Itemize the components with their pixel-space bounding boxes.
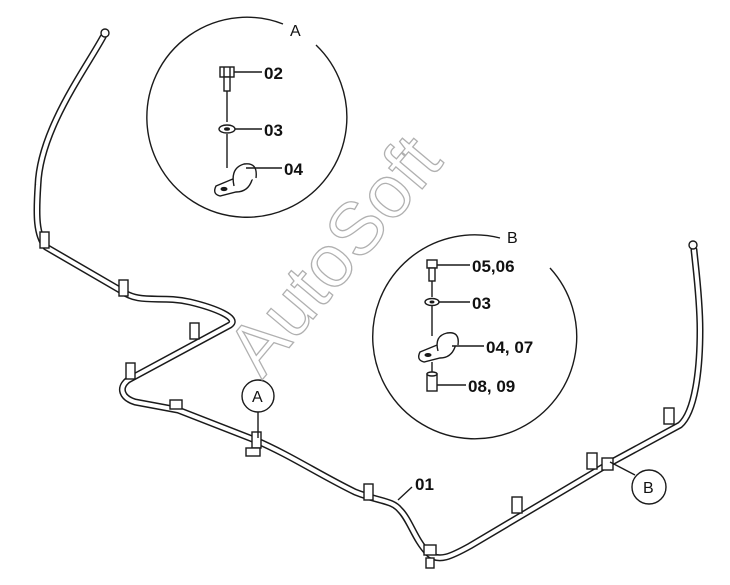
clamp-icon (189, 322, 200, 340)
clamp-icon (663, 407, 675, 425)
marker-b: B (609, 461, 667, 505)
pipe-end-icon (688, 240, 698, 250)
detail-b-label: B (507, 230, 518, 247)
callout-03: 03 (264, 121, 283, 140)
callout-05-06: 05,06 (472, 257, 515, 276)
clamp-icon (363, 483, 374, 501)
marker-b-label: B (643, 480, 654, 497)
watermark: AutoSoft (211, 119, 457, 390)
clamp-icon (417, 332, 459, 363)
callout-03-b: 03 (472, 294, 491, 313)
clamp-icon (511, 496, 523, 514)
marker-a-label: A (252, 389, 263, 406)
bolt-icon (219, 66, 235, 92)
washer-icon (218, 124, 236, 134)
clamp-icon (586, 452, 598, 470)
callout-08-09: 08, 09 (468, 377, 515, 396)
washer-icon (424, 297, 440, 307)
detail-a-circle (146, 16, 348, 218)
callout-04: 04 (284, 160, 303, 179)
clamp-icon (169, 399, 183, 410)
clamp-icon (601, 457, 614, 471)
callout-02: 02 (264, 64, 283, 83)
marker-a: A (241, 379, 275, 438)
pipe-clamps (39, 231, 675, 569)
pipe-label-01: 01 (415, 475, 434, 494)
clamp-icon (118, 279, 129, 297)
detail-b-circle (372, 234, 578, 440)
bolt-icon (426, 259, 438, 282)
spacer-icon (426, 371, 438, 392)
clamp-icon (423, 544, 437, 569)
clamp-icon (39, 231, 50, 249)
pipe-end-icon (100, 28, 110, 38)
pipe-01 (33, 28, 704, 562)
clamp-icon (245, 431, 262, 457)
clamp-icon (125, 362, 136, 380)
clamp-icon (213, 163, 257, 197)
detail-b: B 05,06 03 04, 07 08, 09 (372, 230, 578, 440)
callout-04-07: 04, 07 (486, 338, 533, 357)
detail-a-label: A (290, 23, 301, 40)
detail-a: A 02 03 04 (146, 16, 348, 218)
